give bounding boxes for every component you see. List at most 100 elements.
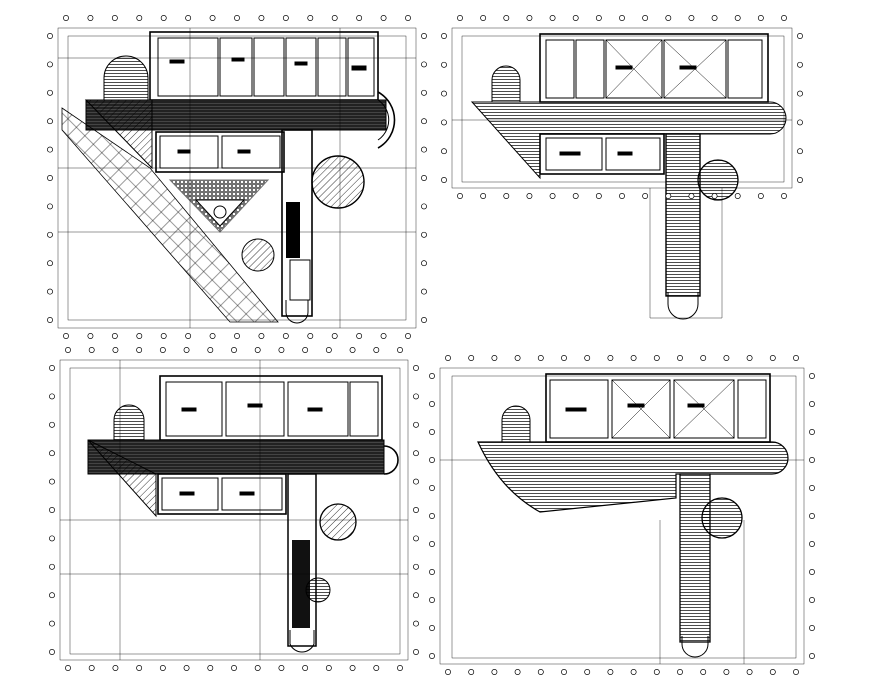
axis-bubble [380, 333, 387, 339]
axis-bubble [630, 669, 637, 675]
axis-bubble [429, 569, 435, 575]
axis-bubble [468, 355, 475, 361]
axis-bubble [63, 15, 69, 21]
axis-bubble [809, 569, 815, 575]
axis-bubble [793, 669, 799, 675]
hatched-deck [477, 441, 789, 513]
room-block-top [159, 375, 383, 441]
axis-bubble [809, 485, 815, 491]
axis-bubble [282, 333, 289, 339]
axis-bubble [688, 193, 695, 199]
axis-bubble [809, 653, 815, 659]
axis-bubble [595, 15, 602, 21]
axis-bubble [809, 457, 815, 463]
axis-bubble [797, 148, 803, 155]
axis-bubble [207, 665, 214, 671]
axis-bubble [49, 620, 55, 627]
axis-bubble [49, 421, 55, 428]
axis-bubble [526, 193, 533, 199]
axis-bubble [349, 665, 356, 671]
axis-bubble [49, 535, 55, 542]
room-block-lower [539, 133, 665, 175]
axis-bubble [47, 260, 53, 267]
axis-bubble [757, 193, 764, 199]
axis-bubble [441, 148, 447, 155]
axis-bubble [325, 347, 332, 353]
room-block-lower [155, 131, 285, 173]
axis-bubble [677, 669, 683, 675]
axis-lines [440, 459, 804, 664]
axis-bubble [665, 15, 672, 21]
axis-bubble [642, 193, 649, 199]
axis-bubble [429, 513, 435, 519]
axis-bubble [231, 347, 237, 353]
axis-bubble [49, 393, 55, 400]
patterned-courtyard [168, 179, 270, 233]
floor-plan-top-right [451, 27, 793, 320]
axis-bubble [65, 665, 71, 671]
axis-bubble [413, 365, 419, 371]
axis-bubbles [47, 15, 815, 675]
round-room-small [241, 238, 275, 272]
axis-bubble [457, 193, 463, 199]
dimension-frame [439, 367, 805, 665]
dimension-frame [59, 359, 409, 661]
axis-bubble [278, 665, 285, 671]
axis-bubble [809, 625, 815, 631]
axis-bubble [700, 355, 707, 361]
floor-plan-top-left [57, 27, 417, 329]
axis-bubble [549, 15, 556, 21]
axis-bubble [809, 597, 815, 603]
axis-bubble [136, 665, 143, 671]
dark-wing-core [292, 540, 310, 628]
axis-bubble [88, 347, 95, 353]
wing-end-cap [289, 630, 315, 653]
axis-bubble [278, 347, 285, 353]
axis-bubble [111, 333, 118, 339]
axis-bubble [397, 347, 403, 353]
axis-bubble [584, 669, 591, 675]
axis-bubble [503, 15, 510, 21]
axis-bubble [307, 15, 314, 21]
axis-bubble [441, 33, 447, 39]
axis-bubble [413, 507, 419, 513]
axis-bubble [441, 177, 447, 183]
axis-bubble [595, 193, 602, 199]
axis-bubble [183, 665, 190, 671]
axis-bubble [302, 347, 309, 353]
axis-bubble [421, 231, 427, 238]
axis-bubble [349, 347, 356, 353]
axis-bubble [331, 15, 338, 21]
axis-bubble [413, 563, 419, 570]
axis-bubble [429, 625, 435, 631]
axis-bubble [413, 478, 419, 485]
axis-bubble [619, 15, 625, 21]
axis-bubble [734, 193, 741, 199]
axis-bubble [49, 592, 55, 599]
axis-bubble [258, 15, 265, 21]
axis-bubble [429, 485, 435, 491]
axis-bubble [421, 33, 427, 39]
axis-bubble [397, 665, 403, 671]
axis-bubble [112, 665, 119, 671]
axis-bubble [254, 665, 261, 671]
axis-bubble [711, 15, 718, 21]
axis-bubble [757, 15, 764, 21]
axis-bubble [809, 429, 815, 435]
hatched-corridor [470, 101, 787, 180]
axis-bubble [429, 373, 435, 379]
axis-bubble [468, 669, 475, 675]
axis-bubble [769, 669, 776, 675]
vertical-corridor [679, 473, 711, 643]
axis-bubble [258, 333, 265, 339]
axis-bubble [63, 333, 69, 339]
axis-bubble [429, 429, 435, 435]
axis-bubble [413, 649, 419, 655]
axis-bubble [421, 317, 427, 323]
axis-bubble [429, 597, 435, 603]
axis-bubble [47, 33, 53, 39]
round-room [697, 159, 739, 201]
axis-bubble [331, 333, 338, 339]
axis-bubble [136, 347, 143, 353]
axis-bubble [47, 89, 53, 96]
